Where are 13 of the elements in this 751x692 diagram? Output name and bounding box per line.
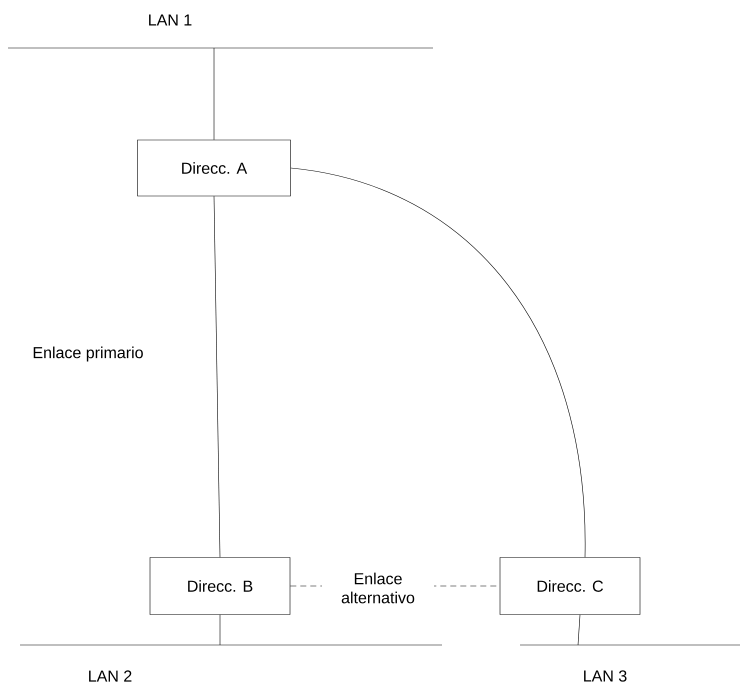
router-box: Direcc. B [150,557,290,615]
router-box: Direcc. C [500,557,640,615]
link-line [290,168,586,558]
lan-label: LAN 2 [89,670,132,682]
lan-label: LAN 1 [149,14,192,26]
edge-label: Enlace alternativo [322,572,434,604]
link-line [578,614,580,646]
lan-line [20,644,442,646]
router-box: Direcc. A [137,140,291,196]
edge-label: Enlace primario [31,346,145,362]
link-line [214,196,220,558]
lan-label: LAN 3 [584,670,626,682]
lan-line [520,644,740,646]
